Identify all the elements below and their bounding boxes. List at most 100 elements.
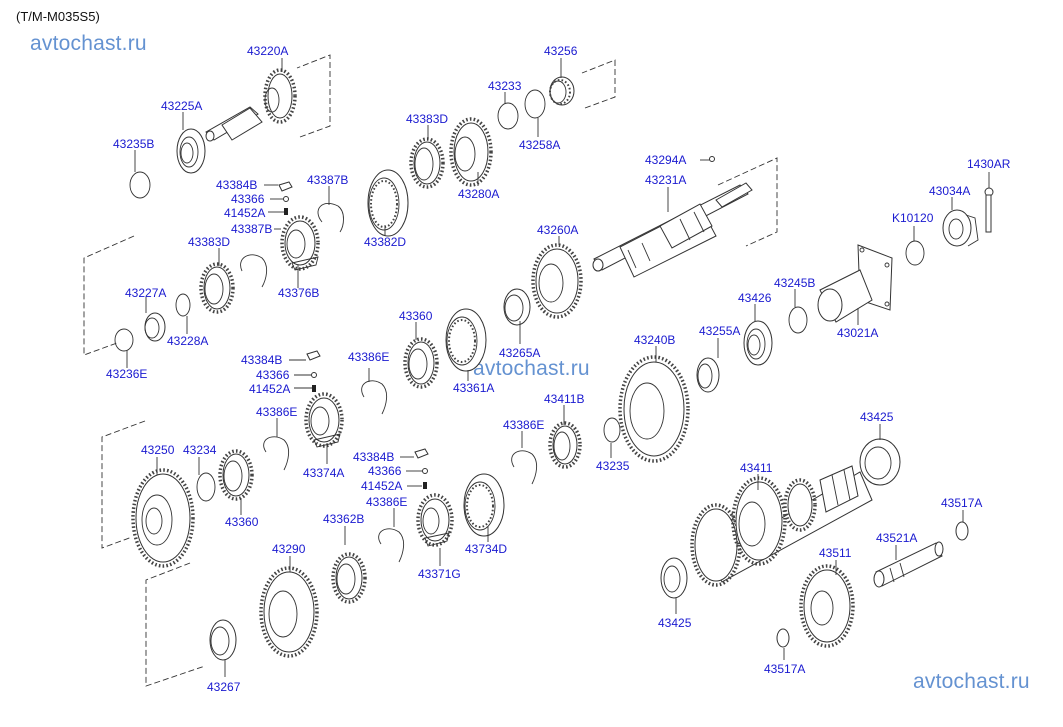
part-label[interactable]: 43411B bbox=[544, 392, 584, 406]
snap-ring-drawing[interactable] bbox=[497, 102, 519, 130]
part-label[interactable]: K10120 bbox=[892, 211, 934, 225]
part-label[interactable]: 41452A bbox=[224, 206, 265, 220]
reverse-shaft-drawing[interactable] bbox=[873, 541, 944, 588]
needle-bearing-drawing[interactable] bbox=[549, 76, 575, 106]
part-label[interactable]: 43260A bbox=[537, 223, 578, 237]
part-label[interactable]: 43411 bbox=[740, 461, 773, 475]
reverse-idler-gear-drawing[interactable] bbox=[799, 564, 855, 648]
part-label[interactable]: 43231A bbox=[645, 173, 686, 187]
part-label[interactable]: 43734D bbox=[465, 542, 507, 556]
part-label[interactable]: 43362B bbox=[323, 512, 364, 526]
needle-bearing-drawing[interactable] bbox=[144, 312, 166, 342]
key-drawing[interactable] bbox=[414, 448, 429, 459]
part-label[interactable]: 43233 bbox=[488, 79, 522, 93]
needle-bearing-drawing[interactable] bbox=[503, 288, 531, 326]
part-label[interactable]: 43426 bbox=[738, 291, 772, 305]
spring-drawing[interactable] bbox=[284, 208, 288, 215]
snap-ring-drawing[interactable] bbox=[196, 472, 216, 502]
spring-drawing[interactable] bbox=[240, 254, 268, 288]
part-label[interactable]: 43517A bbox=[764, 662, 805, 676]
bearing-drawing[interactable] bbox=[743, 320, 773, 366]
spring-drawing[interactable] bbox=[263, 436, 290, 471]
spring-drawing[interactable] bbox=[312, 385, 316, 392]
part-label[interactable]: 43521A bbox=[876, 531, 917, 545]
bearing-drawing[interactable] bbox=[660, 557, 688, 599]
gear-drawing[interactable] bbox=[259, 566, 319, 658]
part-label[interactable]: 43245B bbox=[774, 276, 815, 290]
part-label[interactable]: 43386E bbox=[348, 350, 389, 364]
synchronizer-ring-drawing[interactable] bbox=[218, 449, 254, 501]
part-label[interactable]: 1430AR bbox=[967, 157, 1011, 171]
part-label[interactable]: 43425 bbox=[658, 616, 692, 630]
part-label[interactable]: 43383D bbox=[406, 112, 448, 126]
gear-drawing[interactable] bbox=[531, 243, 583, 319]
part-label[interactable]: 43387B bbox=[231, 222, 272, 236]
needle-bearing-drawing[interactable] bbox=[209, 619, 237, 661]
housing-drawing[interactable] bbox=[817, 244, 893, 323]
part-label[interactable]: 43290 bbox=[272, 542, 306, 556]
spring-drawing[interactable] bbox=[317, 202, 344, 233]
sleeve-drawing[interactable] bbox=[445, 308, 487, 372]
part-label[interactable]: 43220A bbox=[247, 44, 288, 58]
spring-drawing[interactable] bbox=[378, 528, 405, 563]
synchronizer-ring-drawing[interactable] bbox=[331, 552, 367, 604]
hub-drawing[interactable] bbox=[304, 392, 344, 448]
part-label[interactable]: 43021A bbox=[837, 326, 878, 340]
part-label[interactable]: 43360 bbox=[225, 515, 259, 529]
snap-ring-drawing[interactable] bbox=[129, 171, 151, 199]
part-label[interactable]: 43425 bbox=[860, 410, 894, 424]
part-label[interactable]: 43294A bbox=[645, 153, 686, 167]
nut-drawing[interactable] bbox=[942, 209, 979, 247]
ball-drawing[interactable] bbox=[283, 196, 289, 202]
hub-drawing[interactable] bbox=[280, 215, 320, 271]
part-label[interactable]: 43383D bbox=[188, 235, 230, 249]
counter-shaft-drawing[interactable] bbox=[690, 465, 873, 587]
part-label[interactable]: 43034A bbox=[929, 184, 970, 198]
part-label[interactable]: 43517A bbox=[941, 496, 982, 510]
gear-drawing[interactable] bbox=[449, 117, 493, 187]
ring-drawing[interactable] bbox=[175, 293, 191, 317]
part-label[interactable]: 43228A bbox=[167, 334, 208, 348]
part-label[interactable]: 43280A bbox=[458, 187, 499, 201]
part-label[interactable]: 43258A bbox=[519, 138, 560, 152]
key-drawing[interactable] bbox=[278, 181, 293, 192]
part-label[interactable]: 43386E bbox=[366, 495, 407, 509]
hub-drawing[interactable] bbox=[416, 493, 454, 547]
part-label[interactable]: 43250 bbox=[141, 443, 175, 457]
part-label[interactable]: 43366 bbox=[256, 368, 290, 382]
part-label[interactable]: 43511 bbox=[819, 546, 852, 560]
part-label[interactable]: 43265A bbox=[499, 346, 540, 360]
part-label[interactable]: 43384B bbox=[241, 353, 282, 367]
part-label[interactable]: 43382D bbox=[364, 235, 406, 249]
gear-drawing[interactable] bbox=[618, 355, 690, 463]
part-label[interactable]: 43227A bbox=[125, 286, 166, 300]
o-ring-drawing[interactable] bbox=[905, 240, 925, 266]
part-label[interactable]: 41452A bbox=[361, 479, 402, 493]
part-label[interactable]: 43236E bbox=[106, 367, 147, 381]
ring-drawing[interactable] bbox=[524, 89, 546, 119]
part-label[interactable]: 43360 bbox=[399, 309, 433, 323]
spring-drawing[interactable] bbox=[423, 482, 427, 489]
part-label[interactable]: 43234 bbox=[183, 443, 217, 457]
part-label[interactable]: 43386E bbox=[256, 405, 297, 419]
bearing-drawing[interactable] bbox=[176, 128, 206, 174]
synchronizer-ring-drawing[interactable] bbox=[409, 137, 445, 189]
part-label[interactable]: 43374A bbox=[303, 466, 344, 480]
ring-drawing[interactable] bbox=[788, 306, 808, 334]
main-shaft-drawing[interactable] bbox=[592, 156, 753, 278]
part-label[interactable]: 43267 bbox=[207, 680, 241, 694]
synchronizer-ring-drawing[interactable] bbox=[403, 337, 439, 389]
snap-ring-drawing[interactable] bbox=[603, 417, 621, 443]
part-label[interactable]: 43235B bbox=[113, 137, 154, 151]
spring-drawing[interactable] bbox=[511, 450, 538, 485]
part-label[interactable]: 43366 bbox=[231, 192, 265, 206]
part-label[interactable]: 43371G bbox=[418, 567, 461, 581]
key-drawing[interactable] bbox=[306, 350, 321, 361]
part-label[interactable]: 43255A bbox=[699, 324, 740, 338]
sleeve-drawing[interactable] bbox=[367, 169, 409, 237]
part-label[interactable]: 43387B bbox=[307, 173, 348, 187]
part-label[interactable]: 43386E bbox=[503, 418, 544, 432]
needle-bearing-drawing[interactable] bbox=[696, 357, 720, 393]
synchronizer-ring-drawing[interactable] bbox=[548, 421, 582, 469]
part-label[interactable]: 43366 bbox=[368, 464, 402, 478]
